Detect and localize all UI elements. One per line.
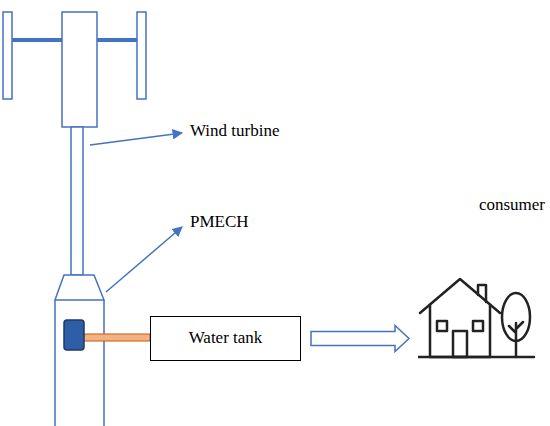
consumer-label: consumer [479,195,545,215]
housing-wall [55,300,104,426]
turbine-arm [97,38,137,42]
water-pipe [82,334,150,341]
part-label: PMECH [190,212,249,232]
leader-arrow [90,133,182,145]
tank-box: Water tank [150,316,301,361]
part-label: Wind turbine [190,121,280,141]
turbine-blade [3,12,12,99]
flow-arrow [311,326,409,352]
tank-label: Water tank [189,328,263,348]
turbine-hub [62,12,97,127]
turbine-arm [12,38,62,42]
turbine-tower [71,127,83,275]
leader-arrow [106,227,182,292]
turbine-blade [137,12,146,99]
consumer-house: consumer [412,195,544,360]
pmech-unit [64,320,84,350]
tower-base [55,275,104,300]
house-icon [418,273,536,361]
